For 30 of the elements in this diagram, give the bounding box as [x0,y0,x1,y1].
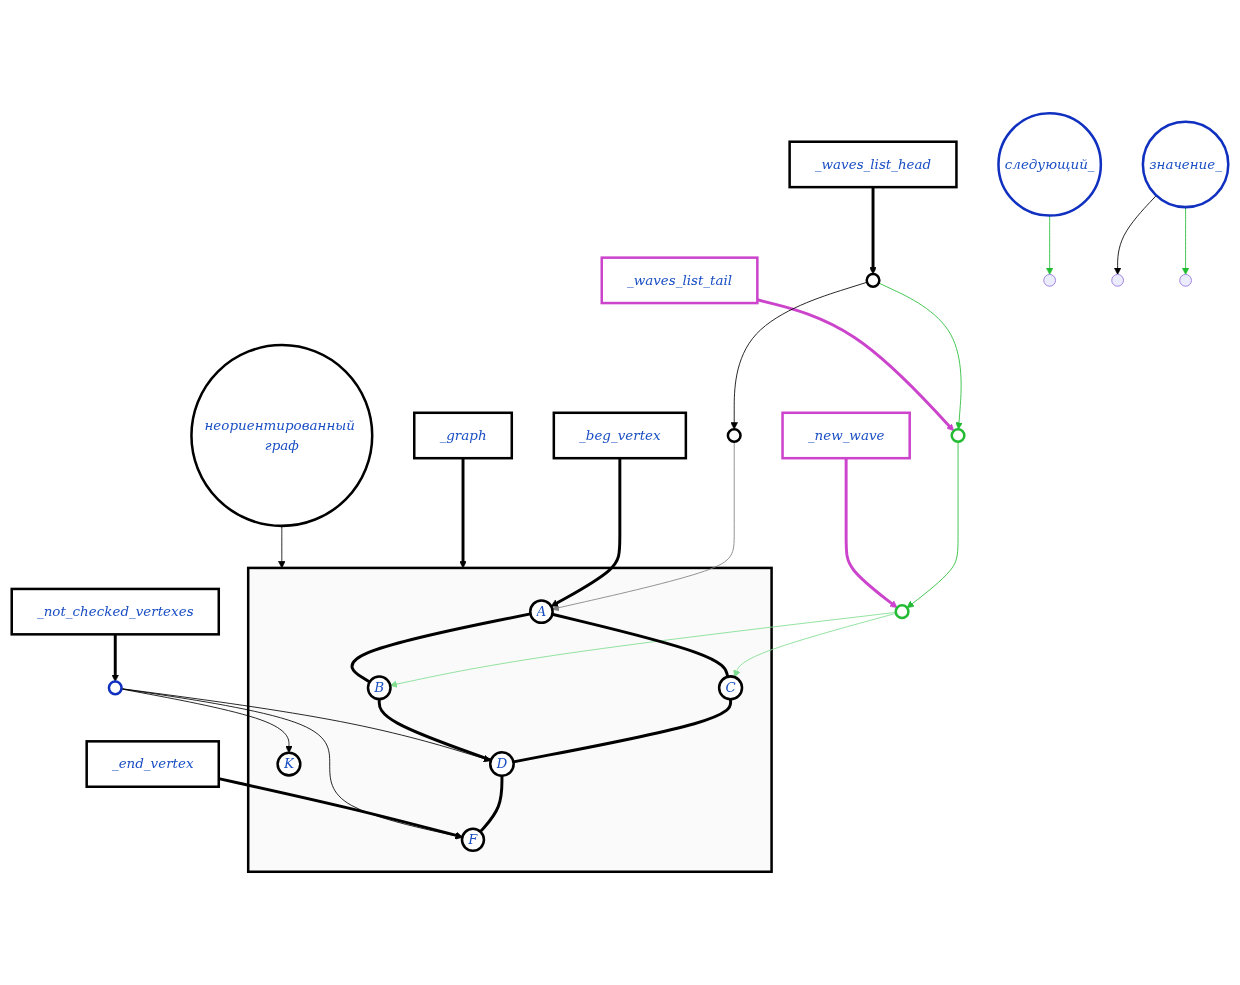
arrow [844,458,898,609]
node-circle [865,272,881,288]
node-circle [950,427,966,444]
node-box: _end_vertex [85,740,221,788]
arrow [869,187,877,275]
node-circle [726,427,742,444]
connector [513,699,733,764]
node-circle: K [276,751,302,777]
node-circle: B [366,675,392,701]
connector [377,699,492,762]
node-box: _beg_vertex [552,411,688,460]
node-box: _waves_list_tail [600,256,759,305]
node-circle [107,680,123,696]
node-box: _not_checked_vertexes [10,587,221,636]
node-circle: D [489,751,515,777]
cluster [246,566,773,873]
arrow [459,458,467,569]
node-box: _graph [413,411,514,460]
connector [479,775,504,833]
connector [350,612,531,684]
node-box: _new_wave [781,411,911,460]
node-circle: неориентированный граф [190,343,374,528]
node-circle: F [460,827,486,852]
node-circle: C [717,675,744,701]
node-circle: следующий_ [997,111,1103,217]
node-circle: значение_ [1141,120,1230,209]
node-circle [894,604,910,620]
arrow [111,634,119,682]
node-box: _waves_list_head [788,140,958,189]
arrow [550,458,622,607]
